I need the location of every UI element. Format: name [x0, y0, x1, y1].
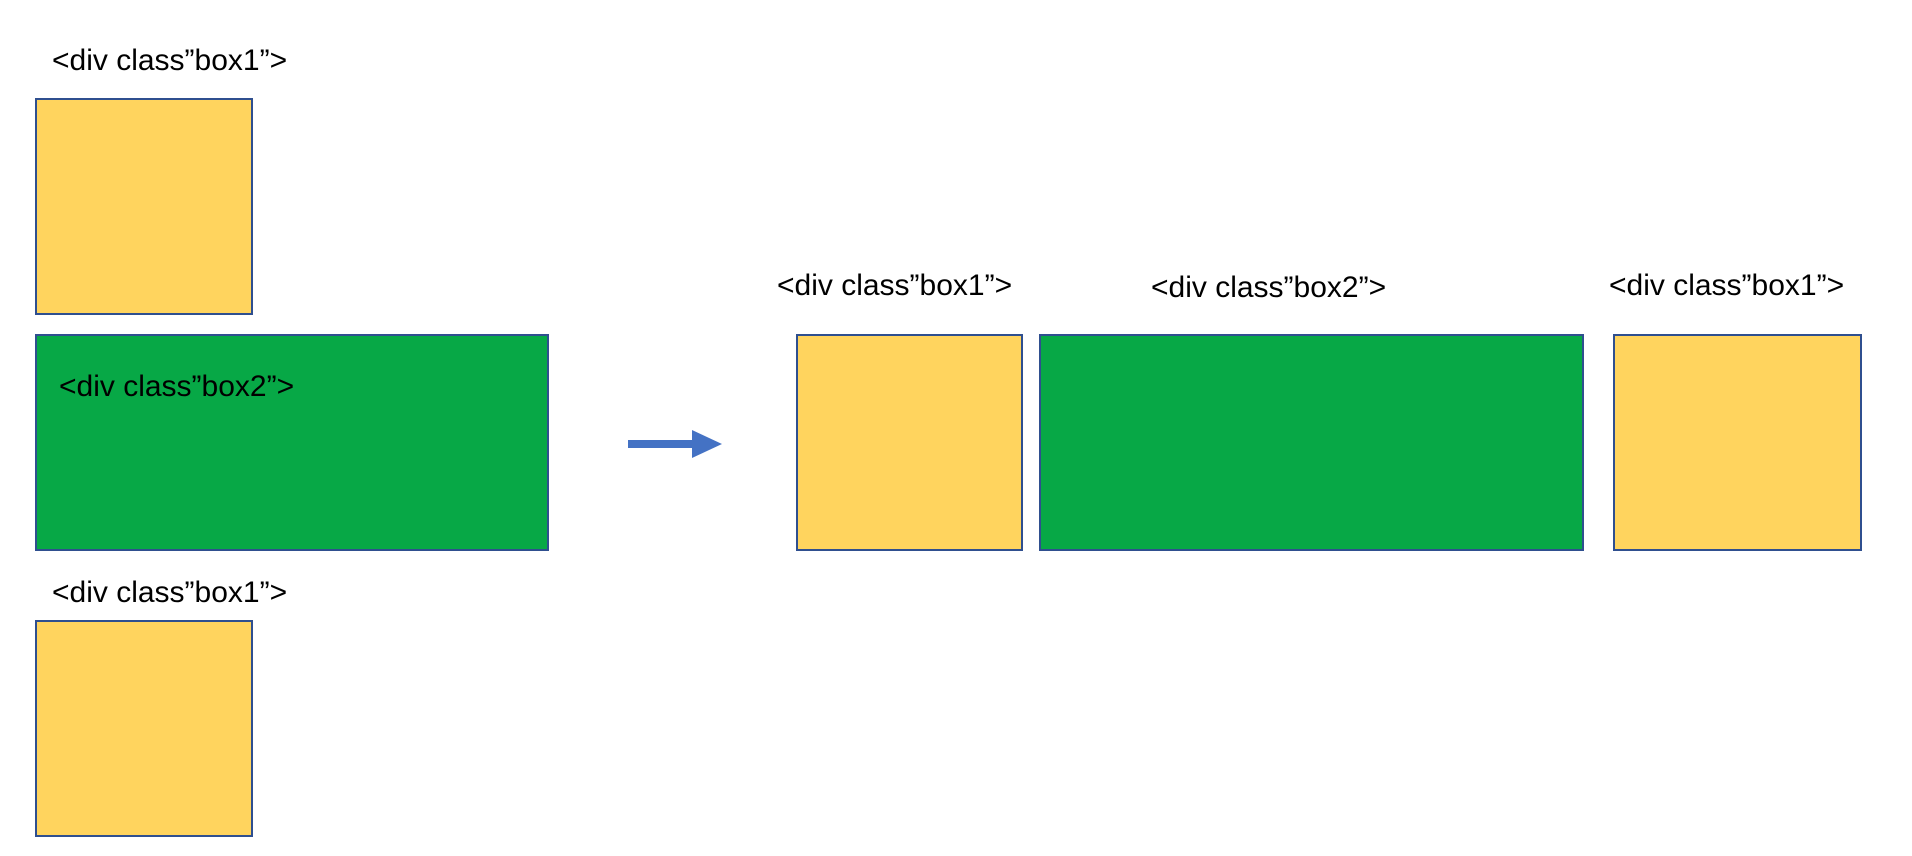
- before-top-box1: [35, 98, 253, 315]
- after-box2-label: <div class”box2”>: [1151, 271, 1387, 304]
- after-left-box1-label: <div class”box1”>: [777, 269, 1013, 302]
- before-top-box1-label: <div class”box1”>: [52, 44, 288, 77]
- after-right-box1-label: <div class”box1”>: [1609, 269, 1845, 302]
- right-arrow-icon: [628, 430, 722, 458]
- before-box2: <div class”box2”>: [35, 334, 549, 551]
- after-right-box1: [1613, 334, 1862, 551]
- after-left-box1: [796, 334, 1023, 551]
- before-box2-label: <div class”box2”>: [59, 370, 295, 403]
- after-box2: [1039, 334, 1584, 551]
- before-bottom-box1: [35, 620, 253, 837]
- before-bottom-box1-label: <div class”box1”>: [52, 576, 288, 609]
